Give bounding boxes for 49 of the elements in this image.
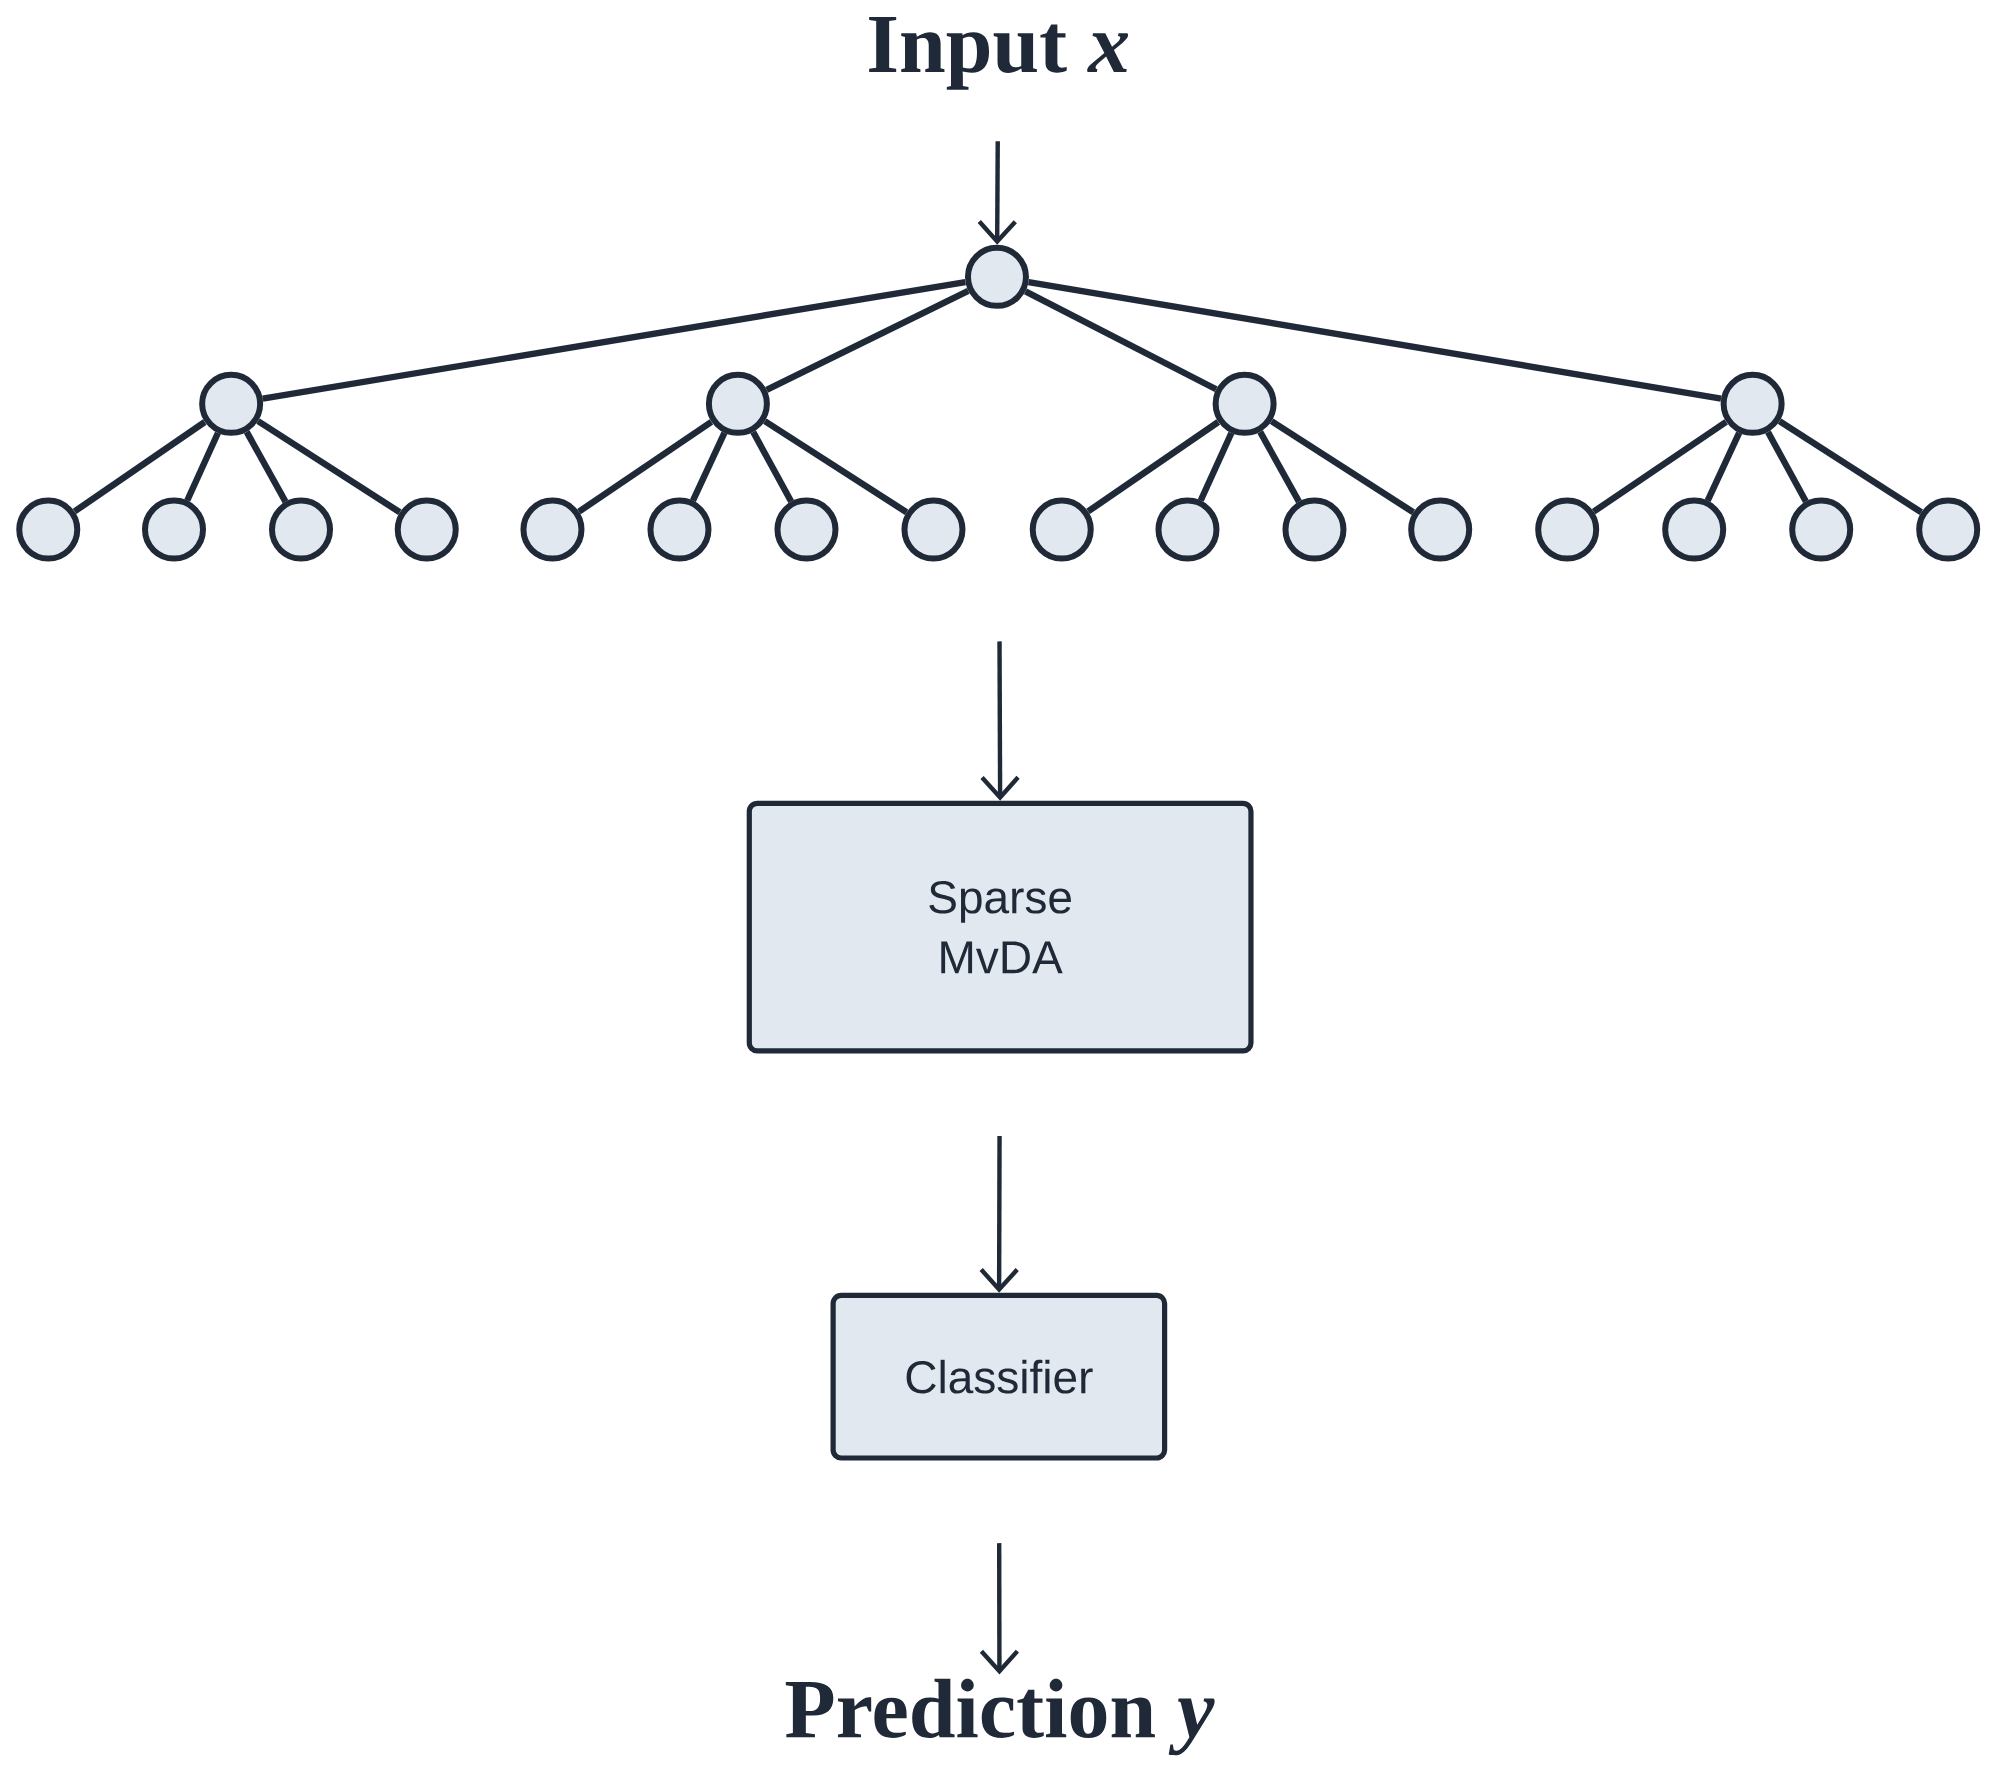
branch-line: [1269, 418, 1415, 515]
tree-node-circle: [1029, 497, 1094, 562]
branch-line: [184, 431, 221, 502]
branch-line: [577, 419, 714, 515]
branch-line: [243, 430, 289, 504]
tree-node-circle: [647, 497, 712, 562]
branch-line: [256, 418, 402, 515]
branch-line: [1777, 418, 1923, 515]
process-box: Classifier: [830, 1292, 1168, 1461]
tree-node-circle: [1155, 497, 1220, 562]
branch-line: [1028, 279, 1722, 402]
heading-text: Input x: [869, 16, 1129, 90]
tree-node-circle: [1212, 371, 1277, 436]
branch-line: [1704, 431, 1743, 502]
tree-node-circle: [774, 497, 839, 562]
tree-node-circle: [1535, 497, 1600, 562]
branch-line: [690, 431, 728, 502]
tree-node-circle: [269, 497, 333, 562]
tree-node-circle: [394, 497, 459, 562]
arrow: [980, 641, 1020, 801]
tree-node-circle: [1408, 497, 1473, 562]
heading-text: Prediction y: [785, 1678, 1215, 1756]
branch-line: [1086, 419, 1221, 515]
branch-line: [262, 278, 966, 402]
branch-line: [1591, 419, 1728, 515]
arrow: [979, 1136, 1019, 1293]
tree-node-circle: [1662, 497, 1727, 562]
tree-node-circle: [1720, 371, 1785, 436]
process-box: Sparse MvDA: [746, 800, 1254, 1054]
arrow: [977, 141, 1017, 245]
tree-node-circle: [16, 497, 81, 562]
arrow: [979, 1543, 1020, 1675]
tree-node-circle: [1916, 497, 1981, 562]
tree-node-circle: [520, 497, 585, 562]
branch-line: [1197, 431, 1235, 502]
tree-node-circle: [965, 244, 1029, 309]
branch-line: [750, 430, 794, 504]
tree-node-circle: [705, 371, 770, 436]
branch-line: [1257, 430, 1302, 504]
branch-line: [763, 418, 909, 515]
branch-line: [72, 419, 207, 515]
tree-node-circle: [1282, 497, 1347, 562]
tree-node-circle: [901, 497, 966, 562]
tree-node-circle: [1789, 497, 1854, 562]
tree-node-circle: [199, 371, 264, 436]
tree-node-circle: [142, 497, 206, 562]
branch-line: [1765, 430, 1809, 504]
branch-line: [765, 288, 970, 393]
branch-line: [1024, 288, 1218, 393]
